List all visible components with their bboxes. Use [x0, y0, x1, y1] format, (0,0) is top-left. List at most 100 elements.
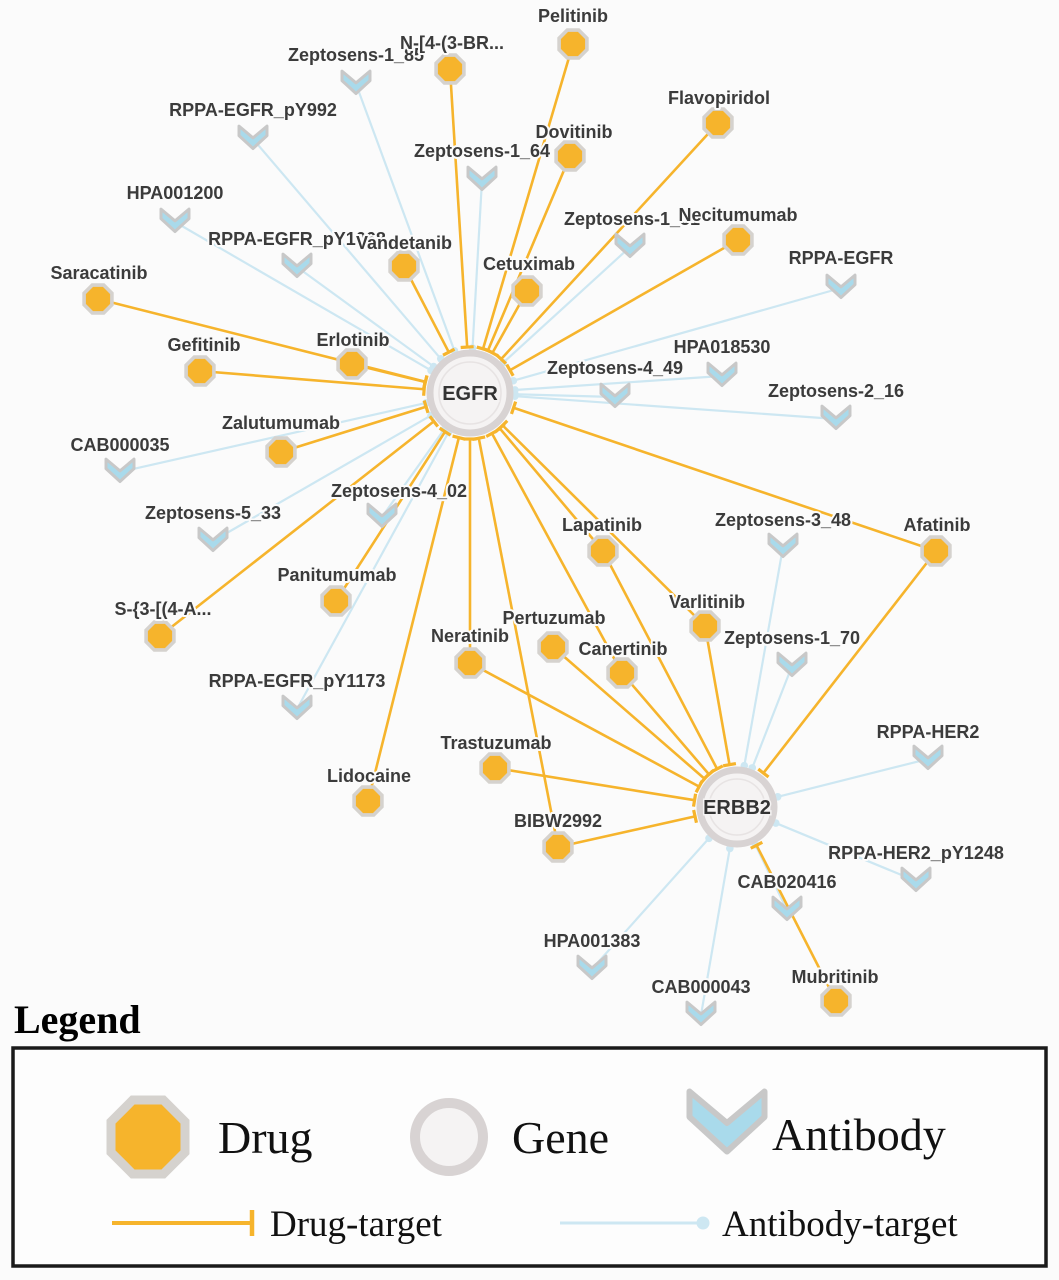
- drug-target-edge-zalutumumab-egfr: [280, 405, 427, 454]
- antibody-node-rppa-her2[interactable]: [912, 744, 944, 770]
- antibody-label-zeptosens-5-33: Zeptosens-5_33: [145, 503, 281, 523]
- drug-target-tee: [438, 426, 452, 437]
- gene-node-erbb2[interactable]: [696, 766, 778, 848]
- antibody-node-hpa001200[interactable]: [159, 207, 191, 233]
- drug-label-panitumumab: Panitumumab: [277, 565, 396, 585]
- drug-target-edge-necitumumab-egfr: [509, 238, 739, 372]
- drug-node-zalutumumab[interactable]: [265, 436, 297, 468]
- drug-node-gefitinib[interactable]: [184, 355, 216, 387]
- gene-inner-ring: [708, 778, 766, 836]
- drug-target-edge-s-3-4-a-egfr: [159, 420, 435, 638]
- drug-label-gefitinib: Gefitinib: [168, 335, 241, 355]
- drug-octagon-icon: [454, 647, 486, 679]
- antibody-target-edge-rppa-egfr-py1173: [296, 431, 450, 710]
- drug-label-lapatinib: Lapatinib: [562, 515, 642, 535]
- gene-inner-ring: [438, 361, 502, 425]
- drug-node-saracatinib[interactable]: [82, 283, 114, 315]
- antibody-node-cab000043[interactable]: [685, 1000, 717, 1026]
- drug-octagon-icon: [352, 785, 384, 817]
- antibody-chevron-icon: [900, 866, 932, 892]
- antibody-node-zeptosens-1-85[interactable]: [340, 69, 372, 95]
- drug-node-varlitinib[interactable]: [689, 610, 721, 642]
- antibody-chevron-icon: [104, 457, 136, 483]
- drug-label-dovitinib: Dovitinib: [536, 122, 613, 142]
- drug-node-pertuzumab[interactable]: [537, 631, 569, 663]
- drug-node-neratinib[interactable]: [454, 647, 486, 679]
- drug-target-edge-bibw2992-erbb2: [557, 815, 696, 849]
- drug-node-erlotinib[interactable]: [336, 348, 368, 380]
- drug-node-s-3-4-a[interactable]: [144, 620, 176, 652]
- drug-label-cetuximab: Cetuximab: [483, 254, 575, 274]
- antibody-chevron-icon: [366, 502, 398, 528]
- antibody-label-rppa-her2: RPPA-HER2: [877, 722, 980, 742]
- drug-label-pertuzumab: Pertuzumab: [502, 608, 605, 628]
- antibody-node-zeptosens-1-51[interactable]: [614, 232, 646, 258]
- gene-node-egfr[interactable]: [426, 349, 514, 437]
- antibody-node-zeptosens-1-70[interactable]: [776, 651, 808, 677]
- antibody-target-edge-zeptosens-1-51: [502, 246, 631, 364]
- drug-target-tee: [485, 348, 499, 358]
- antibody-node-rppa-egfr-py1173[interactable]: [281, 694, 313, 720]
- antibody-node-zeptosens-4-02[interactable]: [366, 502, 398, 528]
- antibody-node-rppa-egfr-py992[interactable]: [237, 124, 269, 150]
- antibody-node-rppa-egfr[interactable]: [825, 273, 857, 299]
- legend: Legend Drug Gene Antibody Drug-target An…: [11, 997, 1048, 1268]
- drug-label-varlitinib: Varlitinib: [669, 592, 745, 612]
- antibody-chevron-icon: [281, 252, 313, 278]
- antibody-target-edge-rppa-egfr-py1068: [296, 266, 435, 368]
- drug-node-afatinib[interactable]: [920, 535, 952, 567]
- antibody-node-cab000035[interactable]: [104, 457, 136, 483]
- drug-target-edge-lidocaine-egfr: [366, 437, 461, 802]
- drug-target-tee: [757, 767, 770, 779]
- drug-node-canertinib[interactable]: [606, 657, 638, 689]
- drug-target-edge-pertuzumab-erbb2: [552, 646, 706, 780]
- drug-node-lapatinib[interactable]: [587, 535, 619, 567]
- drug-octagon-icon: [920, 535, 952, 567]
- drug-target-edge-lapatinib-erbb2: [601, 550, 719, 770]
- antibody-label-hpa001383: HPA001383: [544, 931, 641, 951]
- drug-label-canertinib: Canertinib: [578, 639, 667, 659]
- antibody-node-rppa-her2-py1248[interactable]: [900, 866, 932, 892]
- labels-layer: EGFRERBB2Zeptosens-1_85RPPA-EGFR_pY992HP…: [48, 4, 1005, 999]
- drug-node-mubritinib[interactable]: [820, 985, 852, 1017]
- drug-label-mubritinib: Mubritinib: [792, 967, 879, 987]
- antibody-label-cab020416: CAB020416: [737, 872, 836, 892]
- antibody-node-zeptosens-5-33[interactable]: [197, 526, 229, 552]
- drug-node-vandetanib[interactable]: [388, 250, 420, 282]
- antibody-node-rppa-egfr-py1068[interactable]: [281, 252, 313, 278]
- drug-node-n-4-3-br[interactable]: [434, 53, 466, 85]
- drug-node-panitumumab[interactable]: [320, 585, 352, 617]
- drug-octagon-icon: [702, 107, 734, 139]
- antibody-node-zeptosens-2-16[interactable]: [820, 404, 852, 430]
- antibody-label-zeptosens-1-85: Zeptosens-1_85: [288, 45, 424, 65]
- drug-octagon-icon: [184, 355, 216, 387]
- drug-octagon-icon: [722, 224, 754, 256]
- drug-octagon-icon: [265, 436, 297, 468]
- drug-node-pelitinib[interactable]: [557, 28, 589, 60]
- drug-target-tee: [422, 375, 429, 389]
- antibody-target-edge-cab000043: [699, 848, 731, 1016]
- antibody-node-hpa018530[interactable]: [706, 361, 738, 387]
- antibody-target-edge-hpa018530: [514, 374, 723, 392]
- drug-label-saracatinib: Saracatinib: [50, 263, 147, 283]
- antibody-node-hpa001383[interactable]: [576, 954, 608, 980]
- antibody-node-zeptosens-4-49[interactable]: [599, 382, 631, 408]
- drug-node-flavopiridol[interactable]: [702, 107, 734, 139]
- antibody-node-zeptosens-1-64[interactable]: [466, 165, 498, 191]
- drug-node-necitumumab[interactable]: [722, 224, 754, 256]
- drug-target-tee: [452, 434, 466, 441]
- drug-node-trastuzumab[interactable]: [479, 752, 511, 784]
- antibody-chevron-icon: [466, 165, 498, 191]
- drug-node-cetuximab[interactable]: [511, 275, 543, 307]
- antibody-node-zeptosens-3-48[interactable]: [767, 532, 799, 558]
- drug-node-lidocaine[interactable]: [352, 785, 384, 817]
- drug-label-flavopiridol: Flavopiridol: [668, 88, 770, 108]
- drug-node-bibw2992[interactable]: [542, 831, 574, 863]
- drug-octagon-icon: [820, 985, 852, 1017]
- antibody-node-cab020416[interactable]: [771, 895, 803, 921]
- antibody-chevron-icon: [576, 954, 608, 980]
- drug-node-dovitinib[interactable]: [554, 140, 586, 172]
- gene-label-egfr: EGFR: [442, 383, 498, 405]
